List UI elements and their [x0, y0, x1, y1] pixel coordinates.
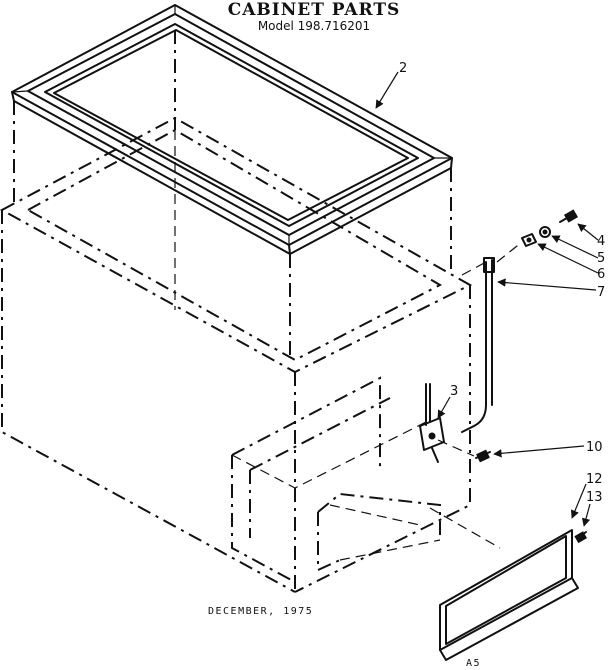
diagram-title: CABINET PARTS	[228, 0, 401, 20]
callout-4: 4	[597, 234, 605, 249]
lid-drop-lines	[13, 30, 452, 355]
assembly-guides	[429, 241, 523, 549]
screw-part-10	[475, 449, 491, 463]
callout-2: 2	[399, 61, 407, 76]
hinge-bracket	[419, 383, 445, 463]
callout-labels: 2 3 4 5 6 7 10 12 13	[399, 61, 605, 505]
callout-10: 10	[586, 440, 603, 455]
cabinet-body	[0, 116, 473, 593]
callout-6: 6	[597, 267, 605, 282]
callout-5: 5	[597, 251, 605, 266]
callout-13: 13	[586, 490, 603, 505]
callout-7: 7	[597, 285, 605, 300]
screw-part-13	[574, 531, 588, 544]
hardware-stack	[521, 209, 579, 247]
callout-3: 3	[450, 384, 458, 399]
footer-date: DECEMBER, 1975	[208, 606, 313, 617]
model-number: Model 198.716201	[258, 19, 370, 33]
lid-frame	[11, 4, 453, 255]
corner-code: A5	[466, 658, 481, 669]
callout-12: 12	[586, 472, 603, 487]
access-panel	[439, 529, 579, 661]
rod	[461, 257, 495, 433]
callout-leaders	[375, 71, 599, 527]
